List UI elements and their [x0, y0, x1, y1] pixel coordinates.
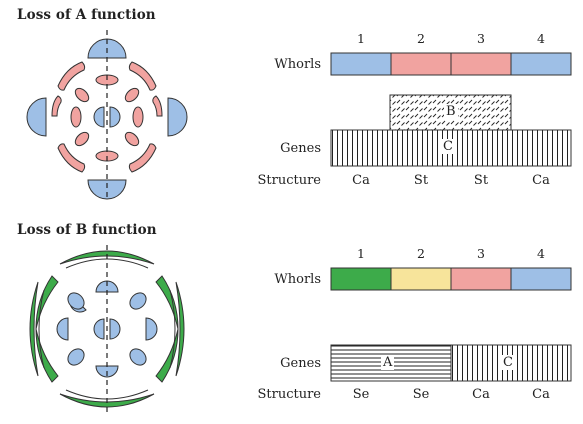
- stamen-arc: [128, 143, 157, 173]
- whorl-4-segment: [510, 267, 572, 291]
- whorl-3-segment: [450, 52, 512, 76]
- panel-a-title: Loss of A function: [17, 7, 156, 23]
- stamen-arc: [51, 95, 62, 117]
- whorl-number-4: 4: [537, 31, 545, 46]
- panel-a-flower: [26, 38, 188, 200]
- stamen-inner: [74, 87, 90, 103]
- genes-label: Genes: [280, 141, 321, 156]
- whorls-label: Whorls: [274, 272, 321, 287]
- structure-4: Ca: [532, 387, 550, 402]
- stamen-inner: [70, 106, 82, 128]
- whorl-2-segment: [390, 267, 452, 291]
- carpel: [67, 292, 85, 310]
- gene-c-label: C: [501, 355, 515, 370]
- stamen-inner: [124, 131, 140, 147]
- whorl-4-segment: [510, 52, 572, 76]
- whorl-number-1: 1: [357, 246, 365, 261]
- sepal-bottom: [59, 393, 155, 408]
- outer-carpel-bottom: [87, 179, 127, 200]
- panel-b-flower: [29, 250, 185, 408]
- stamen-arc: [57, 143, 86, 173]
- stamen-arc: [57, 61, 86, 91]
- stamen-inner: [124, 87, 140, 103]
- whorls-label: Whorls: [274, 57, 321, 72]
- whorl-number-3: 3: [477, 31, 485, 46]
- center-carpel-left: [93, 318, 105, 340]
- carpel: [129, 348, 147, 366]
- structure-1: Ca: [352, 173, 370, 188]
- carpel: [145, 317, 158, 341]
- whorl-number-1: 1: [357, 31, 365, 46]
- structure-4: Ca: [532, 173, 550, 188]
- whorl-number-2: 2: [417, 31, 425, 46]
- ring-line: [38, 289, 45, 369]
- gene-c-label: C: [441, 139, 455, 154]
- structure-label: Structure: [257, 387, 321, 402]
- sepal-left: [29, 281, 39, 377]
- whorl-number-4: 4: [537, 246, 545, 261]
- carpel: [129, 292, 147, 310]
- structure-2: St: [413, 173, 429, 188]
- panel-b-title: Loss of B function: [17, 222, 157, 238]
- structure-3: St: [473, 173, 489, 188]
- structure-1: Se: [352, 387, 370, 402]
- sepal-right: [175, 281, 185, 377]
- whorl-number-3: 3: [477, 246, 485, 261]
- panel-b-whorl-bar: [330, 267, 572, 291]
- stamen-arc: [152, 95, 163, 117]
- structure-label: Structure: [257, 173, 321, 188]
- center-carpel-right: [109, 318, 121, 340]
- genes-label: Genes: [280, 356, 321, 371]
- panel-a-whorl-bar: [330, 52, 572, 76]
- gene-b-label: B: [444, 104, 458, 119]
- carpel: [56, 317, 69, 341]
- structure-3: Ca: [472, 387, 490, 402]
- sepal-top: [59, 250, 155, 265]
- whorl-1-segment: [330, 267, 392, 291]
- whorl-2-segment: [390, 52, 452, 76]
- carpel: [95, 280, 119, 293]
- stamen-arc: [128, 61, 157, 91]
- carpel: [67, 348, 85, 366]
- stamen-inner: [74, 131, 90, 147]
- gene-a-label: A: [381, 355, 395, 370]
- whorl-3-segment: [450, 267, 512, 291]
- center-carpel-left: [93, 106, 105, 128]
- outer-carpel-right: [167, 97, 188, 137]
- outer-carpel-left: [26, 97, 47, 137]
- center-carpel-right: [109, 106, 121, 128]
- whorl-number-2: 2: [417, 246, 425, 261]
- structure-2: Se: [412, 387, 430, 402]
- whorl-1-segment: [330, 52, 392, 76]
- stamen-inner: [132, 106, 144, 128]
- ring-line: [169, 289, 176, 369]
